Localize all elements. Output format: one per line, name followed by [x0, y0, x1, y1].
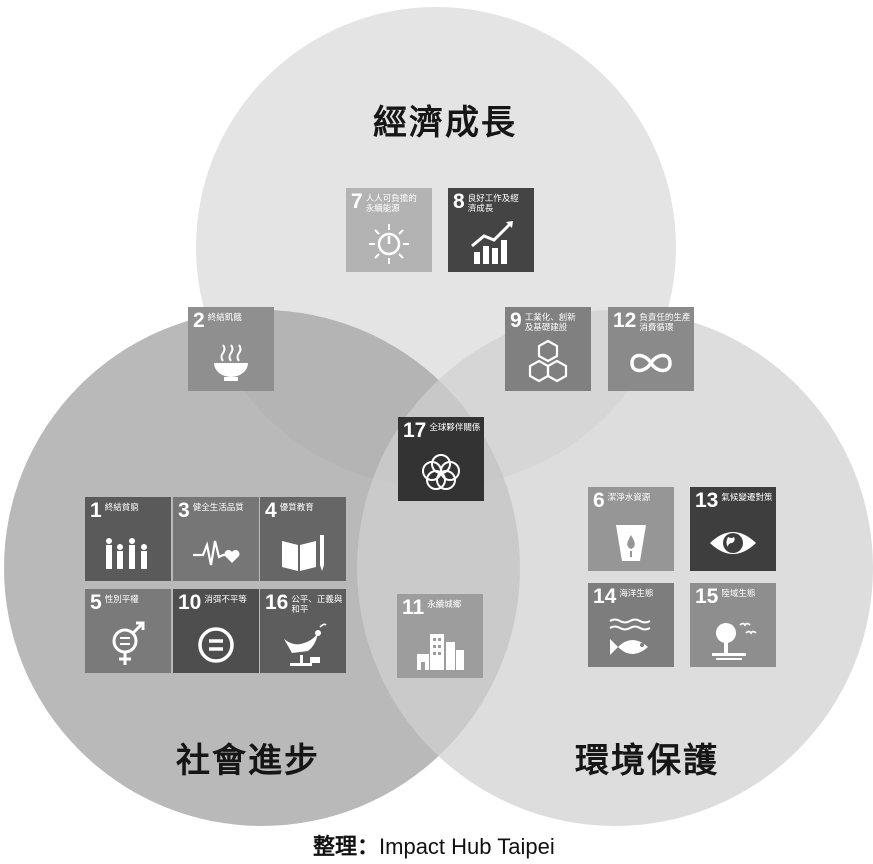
- growth-chart-icon: [471, 221, 513, 264]
- credit-label: 整理：: [313, 835, 380, 860]
- heartbeat-icon: [193, 540, 240, 566]
- family-icon: [106, 538, 147, 569]
- buildings-icon: [417, 634, 464, 670]
- credit-source: Impact Hub Taipei: [379, 834, 555, 859]
- book-icon: [282, 535, 324, 571]
- eye-globe-icon: [710, 532, 756, 554]
- source-credit: 整理：Impact Hub Taipei: [313, 829, 555, 861]
- environmental-protection-caption: 環境保護: [575, 741, 719, 781]
- sun-power-icon: [369, 224, 409, 264]
- tree-birds-icon: [712, 622, 757, 660]
- rings-icon: [422, 454, 460, 490]
- dove-icon: [284, 623, 327, 666]
- bowl-icon: [214, 344, 248, 381]
- infinity-icon: [630, 353, 672, 373]
- fish-icon: [609, 618, 651, 655]
- equal-circle-icon: [198, 627, 234, 663]
- social-progress-caption: 社會進步: [176, 741, 320, 781]
- gender-icon: [112, 621, 145, 665]
- economic-growth-caption: 經濟成長: [373, 103, 517, 143]
- water-drop-icon: [616, 525, 646, 561]
- cubes-icon: [528, 339, 568, 383]
